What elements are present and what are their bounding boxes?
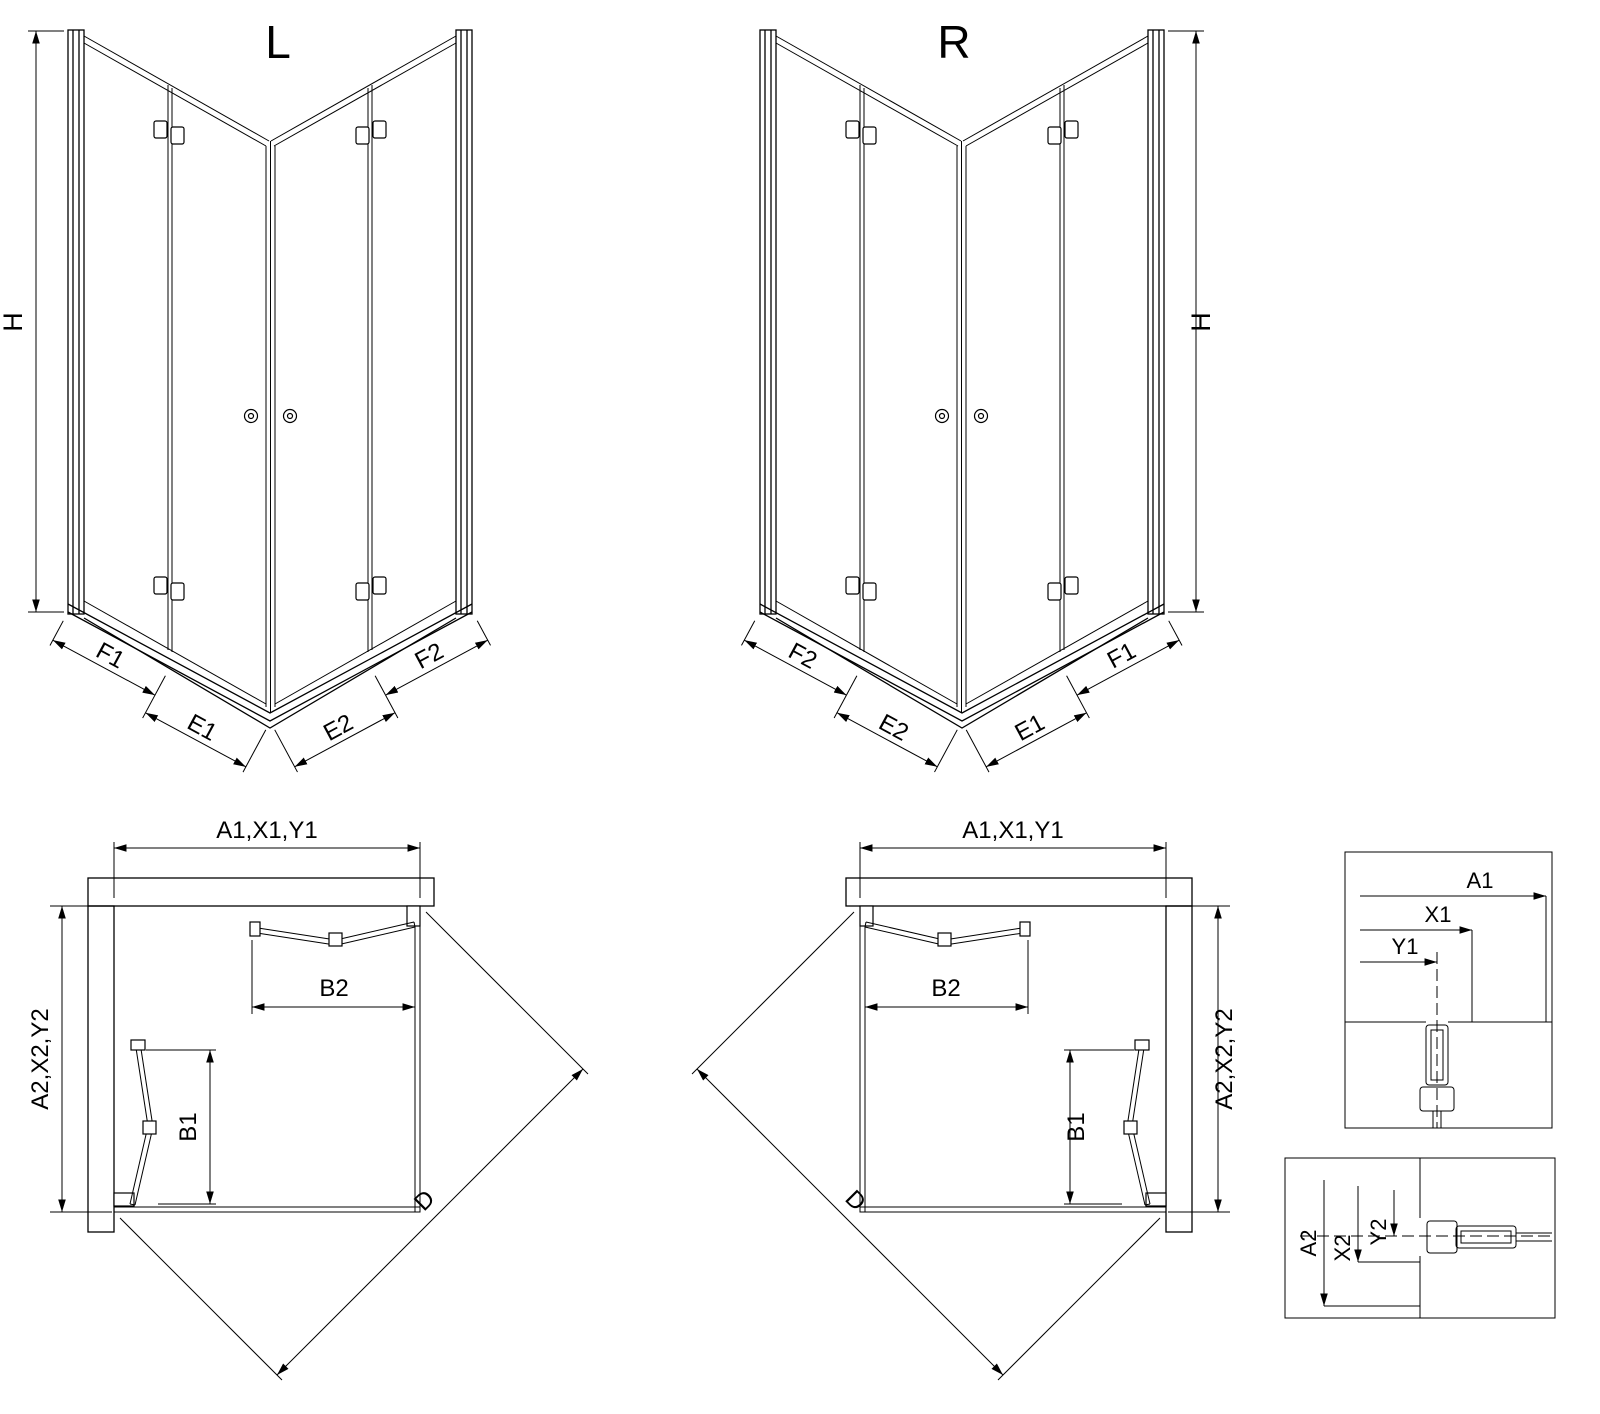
plan-right-width-label: A1,X1,Y1: [962, 817, 1063, 844]
dim-label-e1-left: E1: [183, 709, 222, 747]
detail-y1-label: Y1: [1392, 934, 1419, 959]
plan-right-depth-label: A2,X2,Y2: [1211, 1008, 1238, 1109]
wall-profile-section-horizontal: [1426, 1220, 1552, 1254]
plan-view-left: [50, 842, 588, 1380]
detail-a2-label: A2: [1296, 1230, 1321, 1257]
plan-left-b1-label: B1: [175, 1112, 202, 1141]
detail-y2-label: Y2: [1366, 1219, 1391, 1246]
plan-left-depth-label: A2,X2,Y2: [27, 1008, 54, 1109]
dim-label-e2-left: E2: [319, 709, 358, 747]
dim-label-height-right: H: [1186, 312, 1216, 332]
variant-label-right: R: [937, 16, 970, 68]
plan-left-b2-label: B2: [319, 975, 348, 1002]
labels: L H F1 E1 E2 F2 R H F2 E2 E1 F1 A1,X1,Y1…: [0, 16, 1493, 1261]
plan-right-b2-label: B2: [931, 975, 960, 1002]
plan-right-b1-label: B1: [1063, 1112, 1090, 1141]
dim-label-f1-left: F1: [92, 637, 129, 674]
dim-label-e2-right: E2: [874, 709, 913, 747]
dim-label-f2-left: F2: [411, 638, 448, 675]
dim-label-e1-right: E1: [1011, 709, 1050, 747]
dim-label-f1-right: F1: [1103, 637, 1140, 674]
detail-x2-label: X2: [1330, 1235, 1355, 1262]
dim-label-f2-right: F2: [784, 638, 821, 675]
variant-label-left: L: [265, 16, 291, 68]
wall-profile-section-vertical: [1419, 1024, 1455, 1128]
detail-width-dimension-lines: [1360, 892, 1547, 1022]
plan-view-right: [692, 842, 1230, 1380]
detail-width-profile: [1344, 851, 1553, 1129]
detail-a1-label: A1: [1467, 868, 1494, 893]
detail-x1-label: X1: [1425, 902, 1452, 927]
detail-depth-dimension-lines: [1320, 1180, 1420, 1307]
detail-depth-profile: [1284, 1157, 1556, 1319]
dim-label-height-left: H: [0, 312, 28, 332]
plan-left-width-label: A1,X1,Y1: [216, 817, 317, 844]
